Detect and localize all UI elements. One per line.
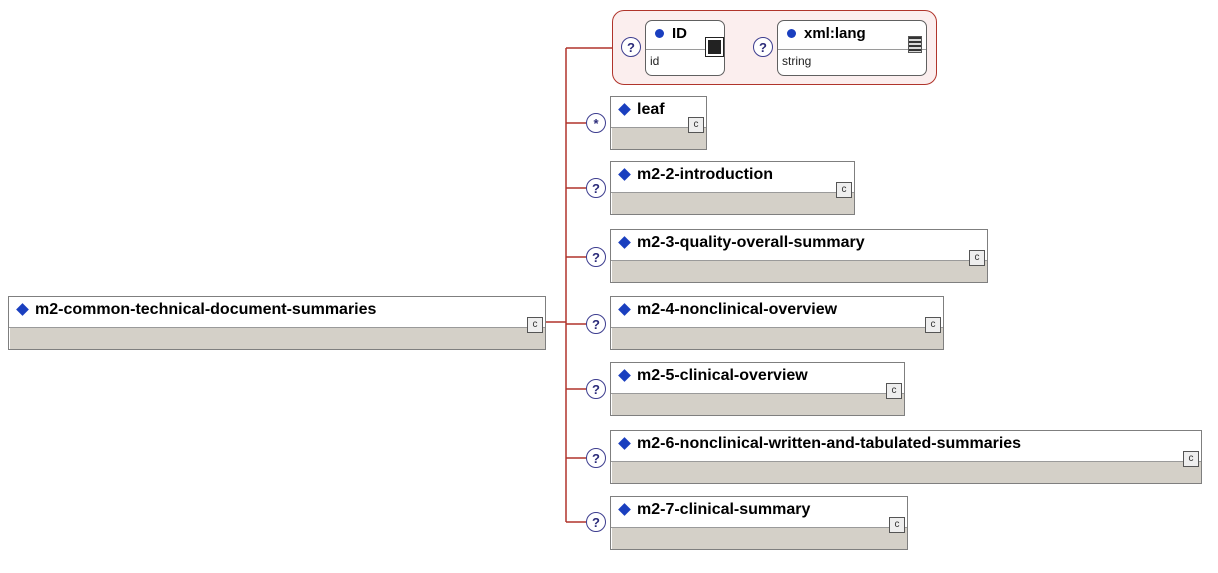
optional-occurrence-icon: ? xyxy=(586,512,606,532)
attribute-dot-icon xyxy=(787,29,796,38)
optional-occurrence-icon: ? xyxy=(753,37,773,57)
attribute-type: id xyxy=(650,54,660,68)
attribute-name: xml:lang xyxy=(804,25,866,42)
element-header xyxy=(611,230,987,261)
element-name: m2-4-nonclinical-overview xyxy=(637,301,838,318)
divider xyxy=(778,49,926,50)
element-name: m2-6-nonclinical-written-and-tabulated-s… xyxy=(637,435,1022,452)
lines-icon xyxy=(908,36,922,53)
attribute-xml-lang[interactable]: xml:lang string xyxy=(777,20,927,76)
expand-icon[interactable]: c xyxy=(836,182,852,198)
root-element-box[interactable]: m2-common-technical-document-summaries c xyxy=(8,296,546,350)
optional-occurrence-icon: ? xyxy=(586,448,606,468)
expand-icon[interactable]: c xyxy=(889,517,905,533)
element-header xyxy=(611,431,1201,462)
many-occurrence-icon: * xyxy=(586,113,606,133)
element-name: m2-common-technical-document-summaries xyxy=(35,301,377,318)
element-m2-3-quality-overall-summary[interactable]: m2-3-quality-overall-summary c xyxy=(610,229,988,283)
element-leaf[interactable]: leaf c xyxy=(610,96,707,150)
optional-occurrence-icon: ? xyxy=(586,379,606,399)
optional-occurrence-icon: ? xyxy=(586,314,606,334)
element-header xyxy=(611,363,904,394)
optional-occurrence-icon: ? xyxy=(621,37,641,57)
element-header xyxy=(611,497,907,528)
divider xyxy=(646,49,724,50)
element-name: m2-7-clinical-summary xyxy=(637,501,811,518)
attribute-id[interactable]: ID id xyxy=(645,20,725,76)
element-name: leaf xyxy=(637,101,665,118)
expand-icon[interactable]: c xyxy=(688,117,704,133)
attribute-name: ID xyxy=(672,25,687,42)
attribute-group: ? ID id ? xml:lang string xyxy=(612,10,937,85)
element-name: m2-3-quality-overall-summary xyxy=(637,234,865,251)
expand-icon[interactable]: c xyxy=(1183,451,1199,467)
expand-icon[interactable]: c xyxy=(969,250,985,266)
element-header xyxy=(611,297,943,328)
attribute-type: string xyxy=(782,54,812,68)
element-name: m2-5-clinical-overview xyxy=(637,367,808,384)
expand-icon[interactable]: c xyxy=(925,317,941,333)
element-m2-2-introduction[interactable]: m2-2-introduction c xyxy=(610,161,855,215)
expand-icon[interactable]: c xyxy=(886,383,902,399)
optional-occurrence-icon: ? xyxy=(586,247,606,267)
element-header xyxy=(611,162,854,193)
element-m2-7-clinical-summary[interactable]: m2-7-clinical-summary c xyxy=(610,496,908,550)
attribute-dot-icon xyxy=(655,29,664,38)
element-m2-5-clinical-overview[interactable]: m2-5-clinical-overview c xyxy=(610,362,905,416)
element-m2-4-nonclinical-overview[interactable]: m2-4-nonclinical-overview c xyxy=(610,296,944,350)
element-header xyxy=(9,297,545,328)
expand-icon[interactable]: c xyxy=(527,317,543,333)
element-name: m2-2-introduction xyxy=(637,166,773,183)
dash-icon xyxy=(706,38,723,56)
element-m2-6-nonclinical-written-and-tabulated-summaries[interactable]: m2-6-nonclinical-written-and-tabulated-s… xyxy=(610,430,1202,484)
optional-occurrence-icon: ? xyxy=(586,178,606,198)
